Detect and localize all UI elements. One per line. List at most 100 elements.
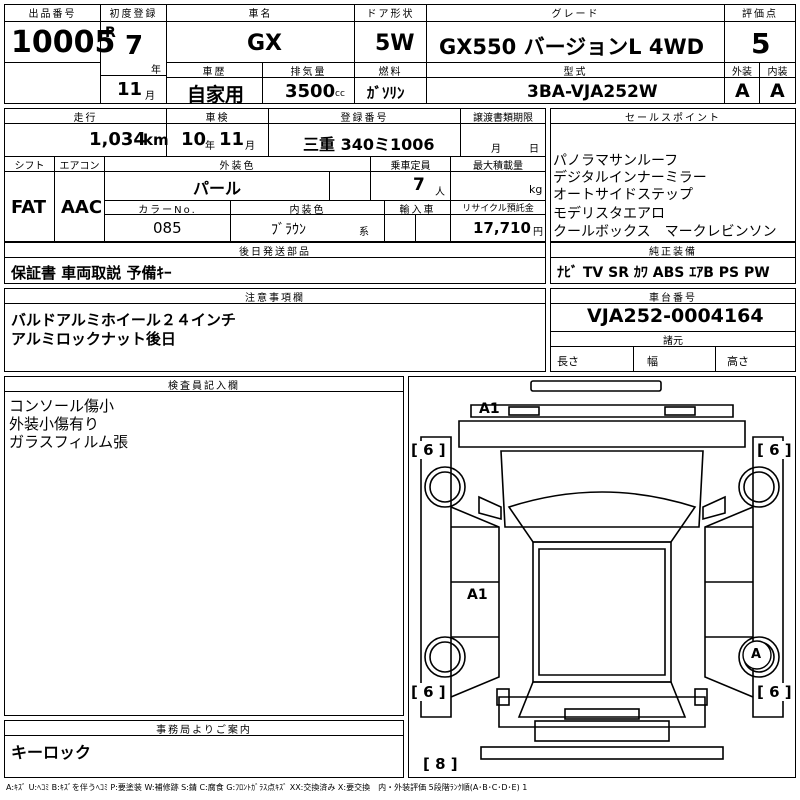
width-label: 幅 bbox=[647, 355, 658, 368]
damage-mark-a1-side: A1 bbox=[467, 587, 488, 603]
tread-depth-front-left: [ 6 ] bbox=[411, 441, 446, 459]
model-cell: 車名 GX bbox=[167, 5, 355, 63]
inspection-label: 車検 bbox=[167, 109, 268, 124]
interior-value: ﾌﾞﾗｳﾝ bbox=[271, 222, 306, 238]
recycle-label: リサイクル預託金 bbox=[451, 201, 545, 215]
inspector-line: 外装小傷有り bbox=[9, 415, 100, 433]
displacement-value: 3500 bbox=[285, 81, 336, 102]
office-text: キーロック bbox=[11, 743, 92, 762]
insp-month-unit: 月 bbox=[245, 141, 255, 152]
later-label: 後日発送部品 bbox=[5, 243, 545, 258]
ext-value: A bbox=[735, 80, 750, 102]
capacity-unit: 人 bbox=[435, 187, 445, 198]
interior-label: 内装色 bbox=[231, 201, 384, 216]
ext-cell: 外装 A bbox=[725, 63, 760, 103]
mileage-value: 1,034 bbox=[89, 129, 146, 150]
equipment: 純正装備 ﾅﾋﾞ TV SR ｶﾜ ABS ｴｱB PS PW bbox=[550, 242, 796, 284]
lot-label: 出品番号 bbox=[5, 5, 100, 22]
grade-value: GX550 バージョンL 4WD bbox=[439, 35, 705, 59]
capacity-value: 7 bbox=[413, 175, 425, 195]
int-label: 内装 bbox=[760, 63, 795, 78]
notes: 注意事項欄 バルドアルミホイール２４インチ アルミロックナット後日 bbox=[4, 288, 546, 372]
score-value: 5 bbox=[751, 27, 771, 60]
sales-item: モデリスタエアロ bbox=[553, 206, 665, 222]
length-label: 長さ bbox=[557, 355, 579, 368]
history-value: 自家用 bbox=[187, 84, 245, 106]
damage-mark-a1-front: A1 bbox=[479, 401, 500, 417]
notes-line: バルドアルミホイール２４インチ bbox=[11, 311, 236, 329]
plate-cell: 登録番号 三重 340ミ1006 bbox=[269, 109, 461, 157]
history-label: 車歴 bbox=[167, 63, 262, 78]
door-label: ドア形状 bbox=[355, 5, 426, 22]
shift-cell: シフト FAT bbox=[5, 157, 55, 241]
sales-item: クールボックス マークレビンソン bbox=[553, 224, 777, 240]
inspector-line: ガラスフィルム張 bbox=[9, 433, 129, 451]
insp-year-unit: 年 bbox=[205, 141, 215, 152]
month-unit: 月 bbox=[145, 91, 155, 102]
first-reg-cell: 初度登録 R 7 年 11 月 bbox=[101, 5, 167, 103]
damage-legend: A:ｷｽﾞ U:ﾍｺﾐ B:ｷｽﾞを伴うﾍｺﾐ P:要塗装 W:補修跡 S:錆 … bbox=[6, 783, 528, 792]
capacity-label: 乗車定員 bbox=[371, 157, 450, 172]
import-label: 輸入車 bbox=[385, 201, 450, 216]
interior-suffix: 系 bbox=[359, 227, 369, 238]
shift-label: シフト bbox=[5, 157, 54, 172]
history-cell: 車歴 自家用 bbox=[167, 63, 263, 106]
grade-label: グレード bbox=[427, 5, 724, 22]
sales-points: セールスポイント パノラマサンルーフ デジタルインナーミラー オートサイドステッ… bbox=[550, 108, 796, 242]
mileage-cell: 走行 1,034 km bbox=[5, 109, 169, 157]
sales-item: オートサイドステップ bbox=[553, 187, 693, 203]
tread-depth-front-right: [ 6 ] bbox=[757, 441, 792, 459]
grade-cell: グレード GX550 バージョンL 4WD bbox=[427, 5, 725, 63]
mileage-label: 走行 bbox=[5, 109, 166, 124]
transfer-cell: 譲渡書類期限 月 日 bbox=[461, 109, 545, 157]
later-parts: 後日発送部品 保証書 車両取説 予備ｷｰ bbox=[4, 242, 546, 284]
score-label: 評価点 bbox=[725, 5, 795, 22]
color-no-label: カラーNo. bbox=[105, 201, 230, 216]
info-block: 走行 1,034 km 車検 10 年 11 月 登録番号 三重 340ミ100… bbox=[4, 108, 546, 242]
reg-era: R bbox=[105, 25, 116, 41]
fuel-value: ｶﾞｿﾘﾝ bbox=[367, 84, 405, 102]
height-label: 高さ bbox=[727, 355, 749, 368]
color-no-value: 085 bbox=[153, 219, 182, 237]
year-unit: 年 bbox=[151, 65, 161, 76]
color-cell: 外装色 パール bbox=[105, 157, 371, 201]
insp-year: 10 bbox=[181, 129, 207, 150]
office-label: 事務局よりご案内 bbox=[5, 721, 403, 736]
sales-item: パノラマサンルーフ bbox=[553, 153, 679, 169]
int-cell: 内装 A bbox=[760, 63, 795, 103]
top-block: 出品番号 10005 初度登録 R 7 年 11 月 車名 GX ドア形状 5W… bbox=[4, 4, 796, 106]
int-value: A bbox=[770, 80, 785, 102]
transfer-month: 月 bbox=[491, 144, 501, 155]
lot-number: 10005 bbox=[11, 25, 116, 60]
load-label: 最大積載量 bbox=[451, 157, 545, 172]
cc-unit: cc bbox=[335, 89, 345, 99]
ac-label: エアコン bbox=[55, 157, 104, 172]
tread-depth-rear-left: [ 6 ] bbox=[411, 683, 446, 701]
type-label: 型式 bbox=[427, 63, 724, 78]
capacity-cell: 乗車定員 7 人 bbox=[371, 157, 451, 201]
later-text: 保証書 車両取説 予備ｷｰ bbox=[11, 264, 172, 282]
office-notes: 事務局よりご案内 キーロック bbox=[4, 720, 404, 778]
specs-label: 諸元 bbox=[663, 336, 683, 347]
import-cell: 輸入車 bbox=[385, 201, 451, 241]
lot-cell: 出品番号 10005 bbox=[5, 5, 115, 63]
chassis-label: 車台番号 bbox=[551, 289, 795, 304]
recycle-value: 17,710 bbox=[473, 219, 531, 237]
interior-cell: 内装色 ﾌﾞﾗｳﾝ 系 bbox=[231, 201, 385, 241]
plate-label: 登録番号 bbox=[269, 109, 460, 124]
notes-label: 注意事項欄 bbox=[5, 289, 545, 304]
car-diagram: A1 A1 A [ 6 ] [ 6 ] [ 6 ] [ 6 ] [ 8 ] bbox=[408, 376, 796, 778]
inspector-line: コンソール傷小 bbox=[9, 397, 115, 415]
inspector-label: 検査員記入欄 bbox=[5, 377, 403, 392]
displacement-label: 排気量 bbox=[263, 63, 354, 78]
inspector-notes: 検査員記入欄 コンソール傷小 外装小傷有り ガラスフィルム張 bbox=[4, 376, 404, 716]
color-label: 外装色 bbox=[105, 157, 370, 172]
ac-value: AAC bbox=[61, 197, 103, 218]
sales-label: セールスポイント bbox=[551, 109, 795, 124]
color-value: パール bbox=[193, 179, 242, 198]
plate-value: 三重 340ミ1006 bbox=[303, 135, 435, 154]
reg-year: 7 bbox=[125, 31, 144, 61]
inspection-cell: 車検 10 年 11 月 bbox=[167, 109, 269, 157]
tread-depth-rear-right: [ 6 ] bbox=[757, 683, 792, 701]
type-cell: 型式 3BA-VJA252W bbox=[427, 63, 725, 103]
